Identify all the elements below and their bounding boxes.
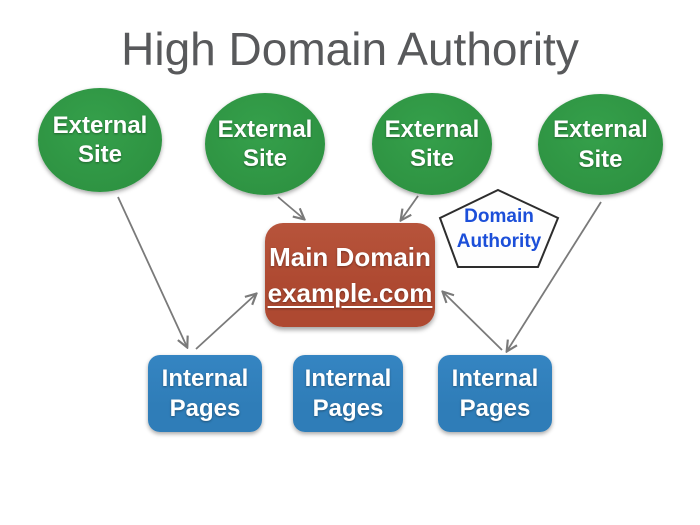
main-domain-url: example.com <box>267 278 433 308</box>
internal-pages-node-2: Internal Pages <box>293 355 403 432</box>
external-site-label-line1: External <box>384 115 480 143</box>
external-site-label-line2: Site <box>242 145 287 172</box>
external-site-node-2: External Site <box>205 93 325 195</box>
main-domain-label: Main Domain <box>269 241 431 272</box>
internal-pages-node-1: Internal Pages <box>148 355 262 432</box>
external-site-label-line1: External <box>217 115 313 143</box>
arrow-external1-to-internal1 <box>117 196 187 347</box>
external-site-node-4: External Site <box>538 94 663 195</box>
external-site-label-line1: External <box>52 111 148 139</box>
internal-pages-label-line1: Internal <box>304 365 392 393</box>
arrow-external3-to-main <box>401 195 419 220</box>
internal-pages-label-line2: Pages <box>312 394 384 422</box>
internal-pages-label-line1: Internal <box>451 365 539 393</box>
arrow-external2-to-main <box>277 196 304 219</box>
arrow-internal3-to-main <box>443 292 503 351</box>
external-site-label-line2: Site <box>578 145 623 173</box>
internal-pages-label-line2: Pages <box>459 394 531 422</box>
external-site-node-3: External Site <box>372 93 492 195</box>
domain-authority-label-line1: Domain <box>464 206 534 227</box>
external-site-label-line2: Site <box>77 141 122 168</box>
domain-authority-label-line2: Authority <box>456 230 542 252</box>
external-site-label-line1: External <box>553 116 648 144</box>
external-site-label-line2: Site <box>409 145 454 172</box>
arrow-internal1-to-main <box>195 294 256 350</box>
main-domain-node: Main Domain example.com <box>265 223 435 327</box>
domain-authority-label: Domain Authority <box>440 205 558 254</box>
internal-pages-label-line2: Pages <box>169 394 241 422</box>
page-title: High Domain Authority <box>121 23 579 75</box>
internal-pages-node-3: Internal Pages <box>438 355 552 432</box>
internal-pages-label-line1: Internal <box>161 365 249 393</box>
external-site-node-1: External Site <box>38 88 162 192</box>
